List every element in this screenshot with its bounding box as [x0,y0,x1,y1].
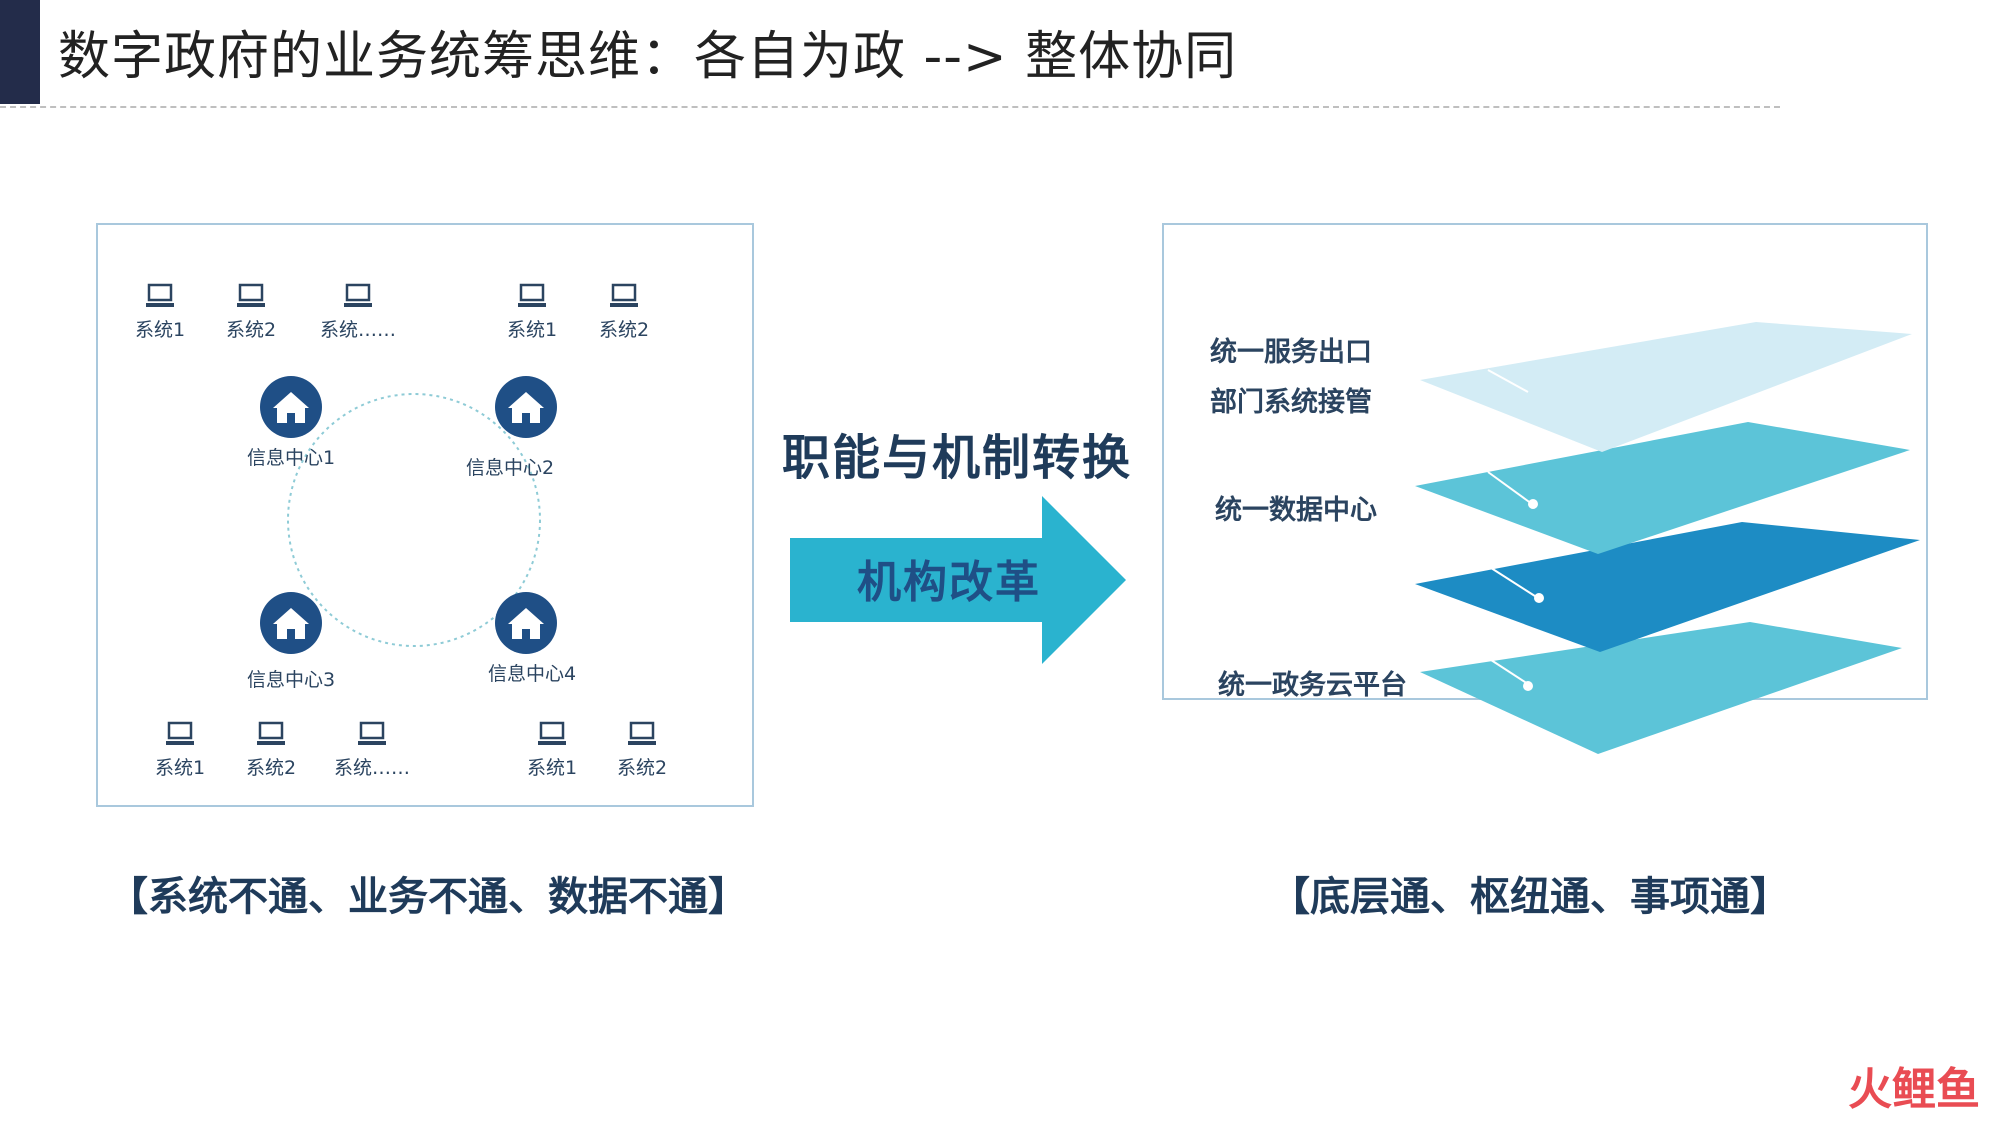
laptop-icon [344,283,372,307]
system-label: 系统1 [506,319,558,341]
info-center-2: 信息中心2 [446,375,606,479]
label-cloud-platform: 统一政务云平台 [1218,670,1407,701]
title-accent-bar [0,0,40,104]
system-item: 系统2 [231,721,311,780]
system-item: 系统1 [140,721,220,780]
connection-circle [287,393,541,647]
laptop-icon [628,721,656,745]
system-label: 系统2 [225,319,277,341]
info-center-4: 信息中心4 [446,591,606,686]
house-icon [495,376,557,438]
system-item: 系统2 [602,721,682,780]
system-label: 系统2 [245,757,297,779]
system-item: 系统1 [512,721,592,780]
layer-cloud-platform [1420,622,1902,754]
right-caption: 【底层通、枢纽通、事项通】 [1270,874,1790,920]
laptop-icon [166,721,194,745]
system-item: 系统2 [211,283,291,342]
laptop-icon [610,283,638,307]
page-title: 数字政府的业务统筹思维：各自为政 --> 整体协同 [58,27,1238,87]
info-center-1: 信息中心1 [211,375,371,470]
system-label: 系统1 [526,757,578,779]
laptop-icon [257,721,285,745]
system-label: 系统…… [319,319,396,341]
label-data-center: 统一数据中心 [1215,495,1377,526]
laptop-icon [237,283,265,307]
system-item: 系统…… [308,283,408,342]
system-label: 系统…… [333,757,410,779]
laptop-icon [358,721,386,745]
layer-stack [1415,322,1920,754]
layer-service-exit [1420,322,1912,452]
laptop-icon [518,283,546,307]
system-label: 系统1 [134,319,186,341]
laptop-icon [538,721,566,745]
system-item: 系统1 [120,283,200,342]
system-label: 系统1 [154,757,206,779]
title-divider [0,106,1780,108]
system-label: 系统2 [598,319,650,341]
info-center-3: 信息中心3 [211,591,371,691]
layer-data-center [1415,422,1910,554]
system-item: 系统2 [584,283,664,342]
system-item: 系统1 [492,283,572,342]
left-caption: 【系统不通、业务不通、数据不通】 [108,874,748,920]
system-label: 系统2 [616,757,668,779]
transition-arrow [790,496,1126,664]
laptop-icon [146,283,174,307]
watermark-logo: 火鲤鱼 [1848,1064,1980,1115]
system-item: 系统…… [322,721,422,780]
layer-hub [1415,522,1920,652]
house-icon [260,376,322,438]
transition-heading: 职能与机制转换 [782,430,1133,486]
house-icon [260,592,322,654]
label-dept-takeover: 部门系统接管 [1210,387,1372,418]
house-icon [495,592,557,654]
label-unified-service: 统一服务出口 [1210,337,1372,368]
left-diagram-panel: 系统1 系统2 系统…… 系统1 系统2 信息中心1 信息中心2 信息中心3 信… [96,223,754,807]
arrow-label: 机构改革 [857,557,1041,608]
